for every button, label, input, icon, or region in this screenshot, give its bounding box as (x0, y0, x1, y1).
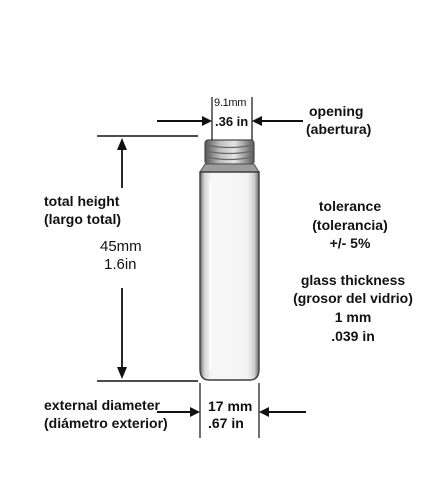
glass-thickness-label-es: (grosor del vidrio) (293, 290, 413, 306)
opening-dimension (157, 97, 303, 140)
diameter-arrowhead-left (190, 407, 200, 417)
external-diameter-label: external diameter (44, 397, 160, 413)
external-diameter-mm: 17 mm (208, 398, 253, 414)
total-height-in: 1.6in (104, 256, 137, 273)
total-height-mm: 45mm (100, 238, 142, 255)
glass-thickness-in: .039 in (331, 328, 375, 344)
total-height-dimension (97, 135, 198, 382)
opening-in-value: .36 in (215, 114, 249, 129)
total-height-label: total height (44, 193, 120, 209)
total-height-label-es: (largo total) (44, 211, 121, 227)
opening-label-es: (abertura) (306, 121, 372, 137)
external-diameter-label-es: (diámetro exterior) (44, 415, 168, 431)
opening-label: opening (309, 103, 364, 119)
external-diameter-in: .67 in (208, 415, 244, 431)
vial-neck-threads (205, 144, 254, 161)
height-arrowhead-bottom (117, 367, 127, 379)
vial-body (199, 171, 260, 381)
opening-arrowhead-right (252, 116, 262, 126)
diameter-arrowhead-right (259, 407, 269, 417)
opening-arrowhead-left (202, 116, 212, 126)
tolerance-label-es: (tolerancia) (312, 217, 388, 233)
glass-thickness-mm: 1 mm (334, 309, 372, 325)
glass-thickness-label: glass thickness (300, 272, 406, 288)
height-arrowhead-top (117, 138, 127, 150)
vial (199, 139, 260, 381)
diameter-dimension (157, 383, 306, 438)
opening-mm-value: 9.1mm (214, 97, 247, 109)
vial-shoulder (199, 163, 260, 173)
tolerance-label: tolerance (318, 198, 382, 214)
tolerance-value: +/- 5% (329, 235, 371, 251)
